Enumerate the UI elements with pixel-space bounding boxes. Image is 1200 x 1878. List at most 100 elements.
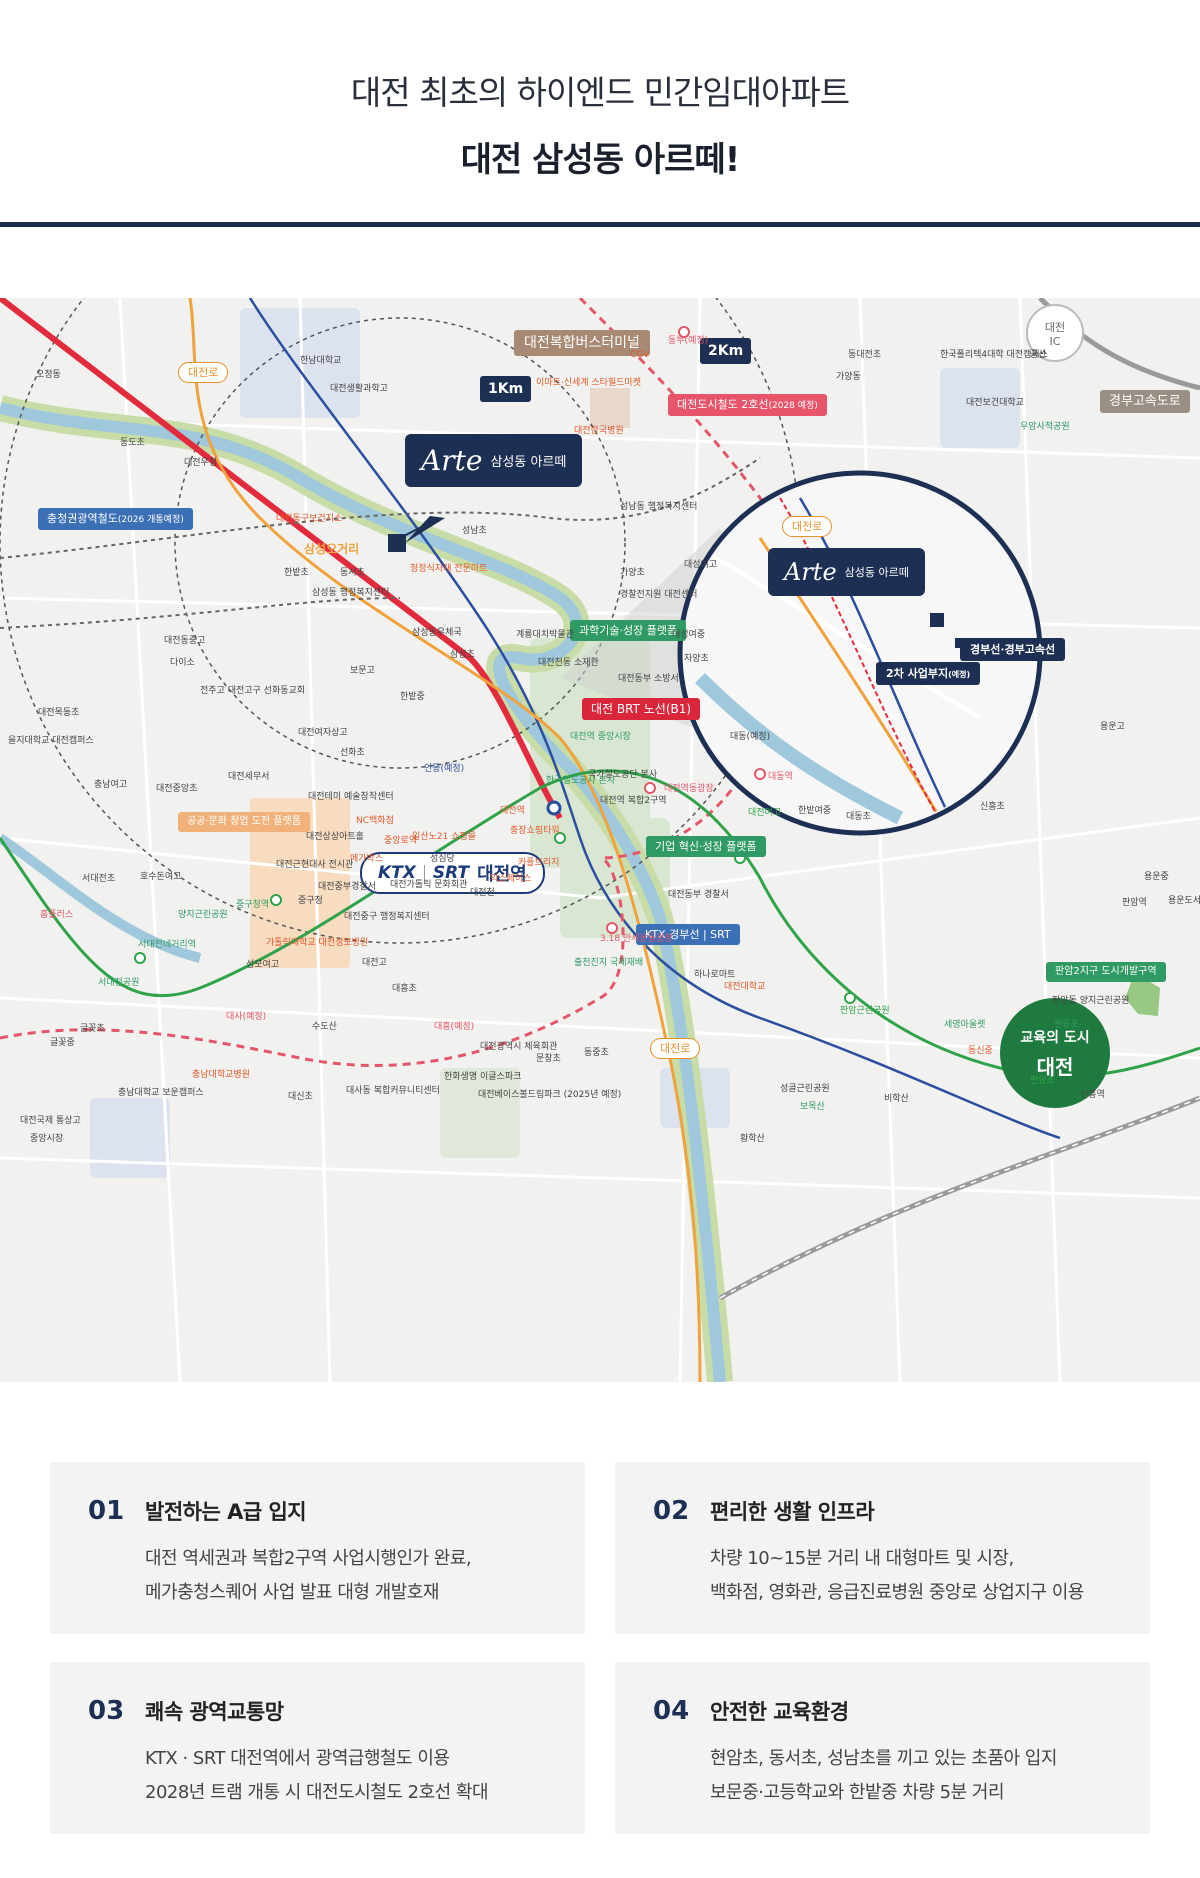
education-line1: 교육의 도시 [1020, 1029, 1090, 1046]
ktx-separator [423, 865, 425, 881]
card-title: 안전한 교육환경 [710, 1700, 849, 1724]
ktx-logo: KTX [378, 863, 416, 883]
place-label: 대전중부경찰서 [318, 882, 376, 892]
place-label: 성모여고 [246, 960, 280, 970]
place-label: 대전생활과학고 [330, 384, 388, 394]
card-desc-line: 차량 10~15분 거리 내 대형마트 및 시장, [710, 1548, 1014, 1569]
place-label: 한화생명 이글스파크 [444, 1072, 522, 1082]
place-label: 한국철도공사 본사 [546, 776, 616, 786]
place-label: CGV [630, 350, 650, 360]
brt-line-tag: 대전 BRT 노선(B1) [582, 698, 701, 720]
place-label: 삼성동우체국 [412, 628, 462, 638]
second-site-note: (예정) [948, 670, 971, 679]
place-label: 대동역 [768, 772, 793, 782]
place-label: 일산노21 쇼핑몰 [412, 832, 476, 842]
arte-logo: Arte [421, 444, 483, 477]
card-description: 대전 역세권과 복합2구역 사업시행인가 완료, 메가충청스퀘어 사업 발표 대… [145, 1542, 472, 1610]
place-label: 인동(예정) [424, 764, 465, 774]
regional-rail-note: (2026 개통예정) [117, 515, 184, 525]
ic-name: 대전 [1044, 320, 1066, 334]
place-label: 동대전초 [848, 350, 882, 360]
place-label: 동중초 [584, 1048, 609, 1058]
place-label: 보목산 [800, 1102, 825, 1112]
place-label: 비학산 [884, 1094, 909, 1104]
place-label: 성심당 [430, 854, 455, 864]
place-label: 대전역동광장 [664, 784, 714, 794]
place-label: 청정식자재 전문마트 [410, 564, 488, 574]
map-base [0, 298, 1200, 1382]
place-label: 대전보건대학교 [966, 398, 1024, 408]
place-label: 선화초 [340, 748, 365, 758]
place-label: 충남대학교병원 [192, 1070, 250, 1080]
place-label: 충장쇼핑타워 [510, 826, 560, 836]
card-description: 현암초, 동서초, 성남초를 끼고 있는 초품아 입지 보문중·고등학교와 한밭… [710, 1742, 1057, 1810]
card-desc-line: KTX · SRT 대전역에서 광역급행철도 이용 [145, 1748, 450, 1769]
place-label: 대전고 [362, 958, 387, 968]
regional-rail-label: 충청권광역철도 [47, 512, 118, 525]
place-label: 중앙로역 [384, 836, 418, 846]
place-label: 전주고 대전고구 선화동교회 [200, 686, 306, 696]
place-label: 대전세무서 [228, 772, 270, 782]
place-label: 경찰전지원 대전센터 [620, 590, 698, 600]
science-platform-tag: 과학기술·성장 플랫폼 [570, 620, 687, 641]
place-label: 대전근현대사 전시관 [276, 860, 354, 870]
place-label: 동신중 [968, 1046, 993, 1056]
place-label: 가톨릭대학교 대전성모병원 [266, 938, 369, 948]
place-label: 대전천동 소재관 [538, 658, 599, 668]
place-label: 대전동중고 [164, 636, 206, 646]
place-label: 대전중앙초 [156, 784, 198, 794]
place-label: 중구청 [298, 896, 323, 906]
arte-name: 삼성동 아르떼 [490, 455, 567, 470]
place-label: 양지근린공원 [178, 910, 228, 920]
place-label: 성남동 행정복지센터 [620, 502, 698, 512]
place-label: 국가철도공단 본사 [588, 770, 658, 780]
place-label: 3.18 만세운동광장 [600, 934, 673, 944]
place-label: 한밭여중 [798, 806, 832, 816]
place-label: 대전여자상고 [298, 728, 348, 738]
second-site-label: 2차 사업부지 [886, 667, 949, 680]
samsung-ogeori-label: 삼성오거리 [304, 542, 360, 556]
place-label: 신흥역 [1080, 1090, 1105, 1100]
place-label: 궁산 [1030, 350, 1047, 360]
place-label: NC백화점 [356, 816, 394, 826]
place-label: 대전베이스볼드림파크 (2025년 예정) [478, 1090, 622, 1100]
place-label: 한밭초 [284, 568, 309, 578]
place-label: 대성여중 [672, 630, 706, 640]
place-label: 신흥초 [980, 802, 1005, 812]
place-label: 용운고 [1100, 722, 1125, 732]
place-label: 대동(예정) [730, 732, 771, 742]
card-description: 차량 10~15분 거리 내 대형마트 및 시장, 백화점, 영화관, 응급진료… [710, 1542, 1084, 1610]
srt-logo: SRT [432, 863, 470, 883]
arte-magnified-logo: Arte [784, 558, 837, 586]
place-label: 대흥(예정) [434, 1022, 475, 1032]
place-label: 글꽃중 [50, 1038, 75, 1048]
feature-card-04: 04 안전한 교육환경 현암초, 동서초, 성남초를 끼고 있는 초품아 입지 … [615, 1662, 1150, 1834]
place-label: 충남여고 [94, 780, 128, 790]
daejeon-ro-tag-2: 대전로 [650, 1038, 701, 1059]
gyeongbu-expressway-tag: 경부고속도로 [1100, 390, 1190, 413]
place-label: 삼성동 행정복지센터 [312, 588, 390, 598]
place-label: 세영아울렛 [944, 1020, 986, 1030]
card-desc-line: 현암초, 동서초, 성남초를 끼고 있는 초품아 입지 [710, 1748, 1057, 1769]
daejeon-ro-tag-3: 대전로 [782, 516, 833, 537]
place-label: 용운중 [1144, 872, 1169, 882]
place-label: 대전역 [500, 806, 525, 816]
card-number: 02 [653, 1496, 690, 1526]
feature-card-01: 01 발전하는 A급 입지 대전 역세권과 복합2구역 사업시행인가 완료, 메… [50, 1462, 585, 1634]
place-label: 익스페이스 [490, 874, 532, 884]
place-label: 대사동 복합커뮤니티센터 [346, 1086, 440, 1096]
place-label: 이마트·신세계 스타필드마켓 [536, 378, 642, 388]
education-city-badge: 교육의 도시 대전 [1000, 998, 1110, 1108]
place-label: 대전우정 [184, 458, 218, 468]
header: 대전 최초의 하이엔드 민간임대아파트 대전 삼성동 아르떼! [0, 0, 1200, 228]
place-label: 대전역 중앙시장 [570, 732, 631, 742]
place-label: 호수돈여고 [140, 872, 182, 882]
place-label: 용운도서관 [1168, 896, 1200, 906]
place-label: 자양초 [684, 654, 709, 664]
card-desc-line: 백화점, 영화관, 응급진료병원 중앙로 상업지구 이용 [710, 1582, 1084, 1603]
ktx-srt-station-badge: KTX SRT 대전역 [360, 852, 545, 894]
card-title: 발전하는 A급 입지 [145, 1500, 307, 1524]
place-label: 황학산 [740, 1134, 765, 1144]
place-label: 서대전네거리역 [138, 940, 196, 950]
place-label: 다이소 [170, 658, 195, 668]
